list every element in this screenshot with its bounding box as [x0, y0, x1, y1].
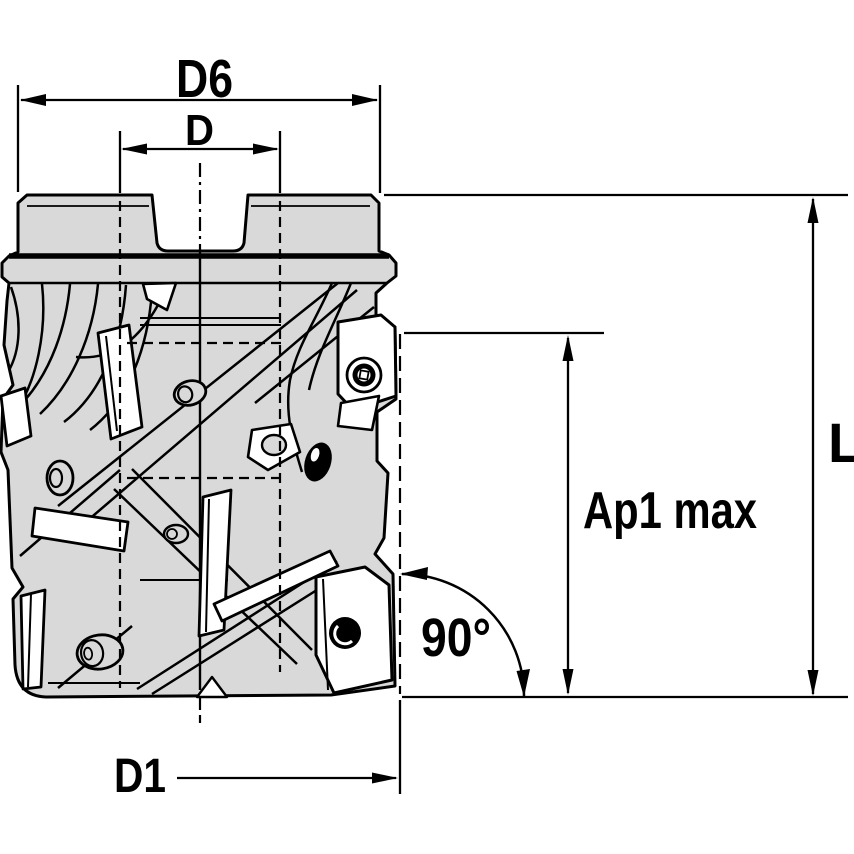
insert-upper-left-edge: [105, 335, 118, 432]
d-extension-lines: [118, 131, 282, 193]
arrow-right-icon: [253, 143, 279, 155]
arc-arrow-left-icon: [400, 567, 428, 580]
boss-left: [45, 459, 75, 497]
insert-lower-left: [19, 588, 47, 691]
screws-and-bosses: [45, 356, 383, 671]
arc-arrow-down-icon: [516, 669, 530, 697]
arrow-up-icon: [562, 335, 574, 361]
side-screw-icon: [304, 442, 332, 482]
d-label: D: [185, 106, 214, 155]
arrow-left-icon: [121, 143, 147, 155]
ap1-max-label: Ap1 max: [583, 482, 757, 540]
d6-label: D6: [176, 49, 233, 109]
insert-lower-right-edge: [322, 578, 329, 691]
l-label: L: [828, 411, 854, 474]
d1-label: D1: [114, 750, 166, 803]
insert-upper-right-seat: [336, 394, 381, 432]
dimension-d1: D1: [114, 700, 402, 803]
angle-label: 90°: [421, 608, 491, 668]
l-extension-lines: [384, 193, 848, 699]
insert-lower-left-edge: [27, 593, 32, 688]
cutter-body: [0, 163, 402, 723]
insert-center-edge: [205, 498, 210, 633]
small-boss: [260, 433, 288, 457]
arrow-down-icon: [807, 670, 819, 696]
insert-far-left: [0, 386, 33, 448]
dimension-ap1-max: Ap1 max: [404, 331, 757, 695]
torx-screw-icon: [345, 356, 383, 394]
bore-step-lines: [48, 317, 281, 684]
screw-head-icon: [329, 617, 361, 649]
arrow-up-icon: [807, 197, 819, 223]
hidden-lines: [118, 163, 402, 723]
dimension-l: L: [384, 193, 854, 699]
arrow-right-icon: [352, 94, 378, 106]
dimension-d: D: [118, 106, 282, 193]
arrow-left-icon: [20, 94, 46, 106]
top-pocket-facet: [141, 281, 178, 312]
boss-bottom: [75, 633, 125, 671]
arrow-right-icon: [372, 772, 398, 784]
dimension-angle-90: 90°: [400, 567, 530, 697]
boss-mid: [172, 379, 208, 407]
insert-left-edgeon: [30, 506, 130, 553]
dimension-d6: D6: [16, 49, 382, 193]
arrow-down-icon: [562, 669, 574, 695]
insert-diagonal-edgeon: [212, 549, 340, 623]
d6-extension-lines: [16, 85, 382, 193]
bottom-notch: [195, 675, 229, 699]
boss-small-mid: [162, 523, 190, 545]
